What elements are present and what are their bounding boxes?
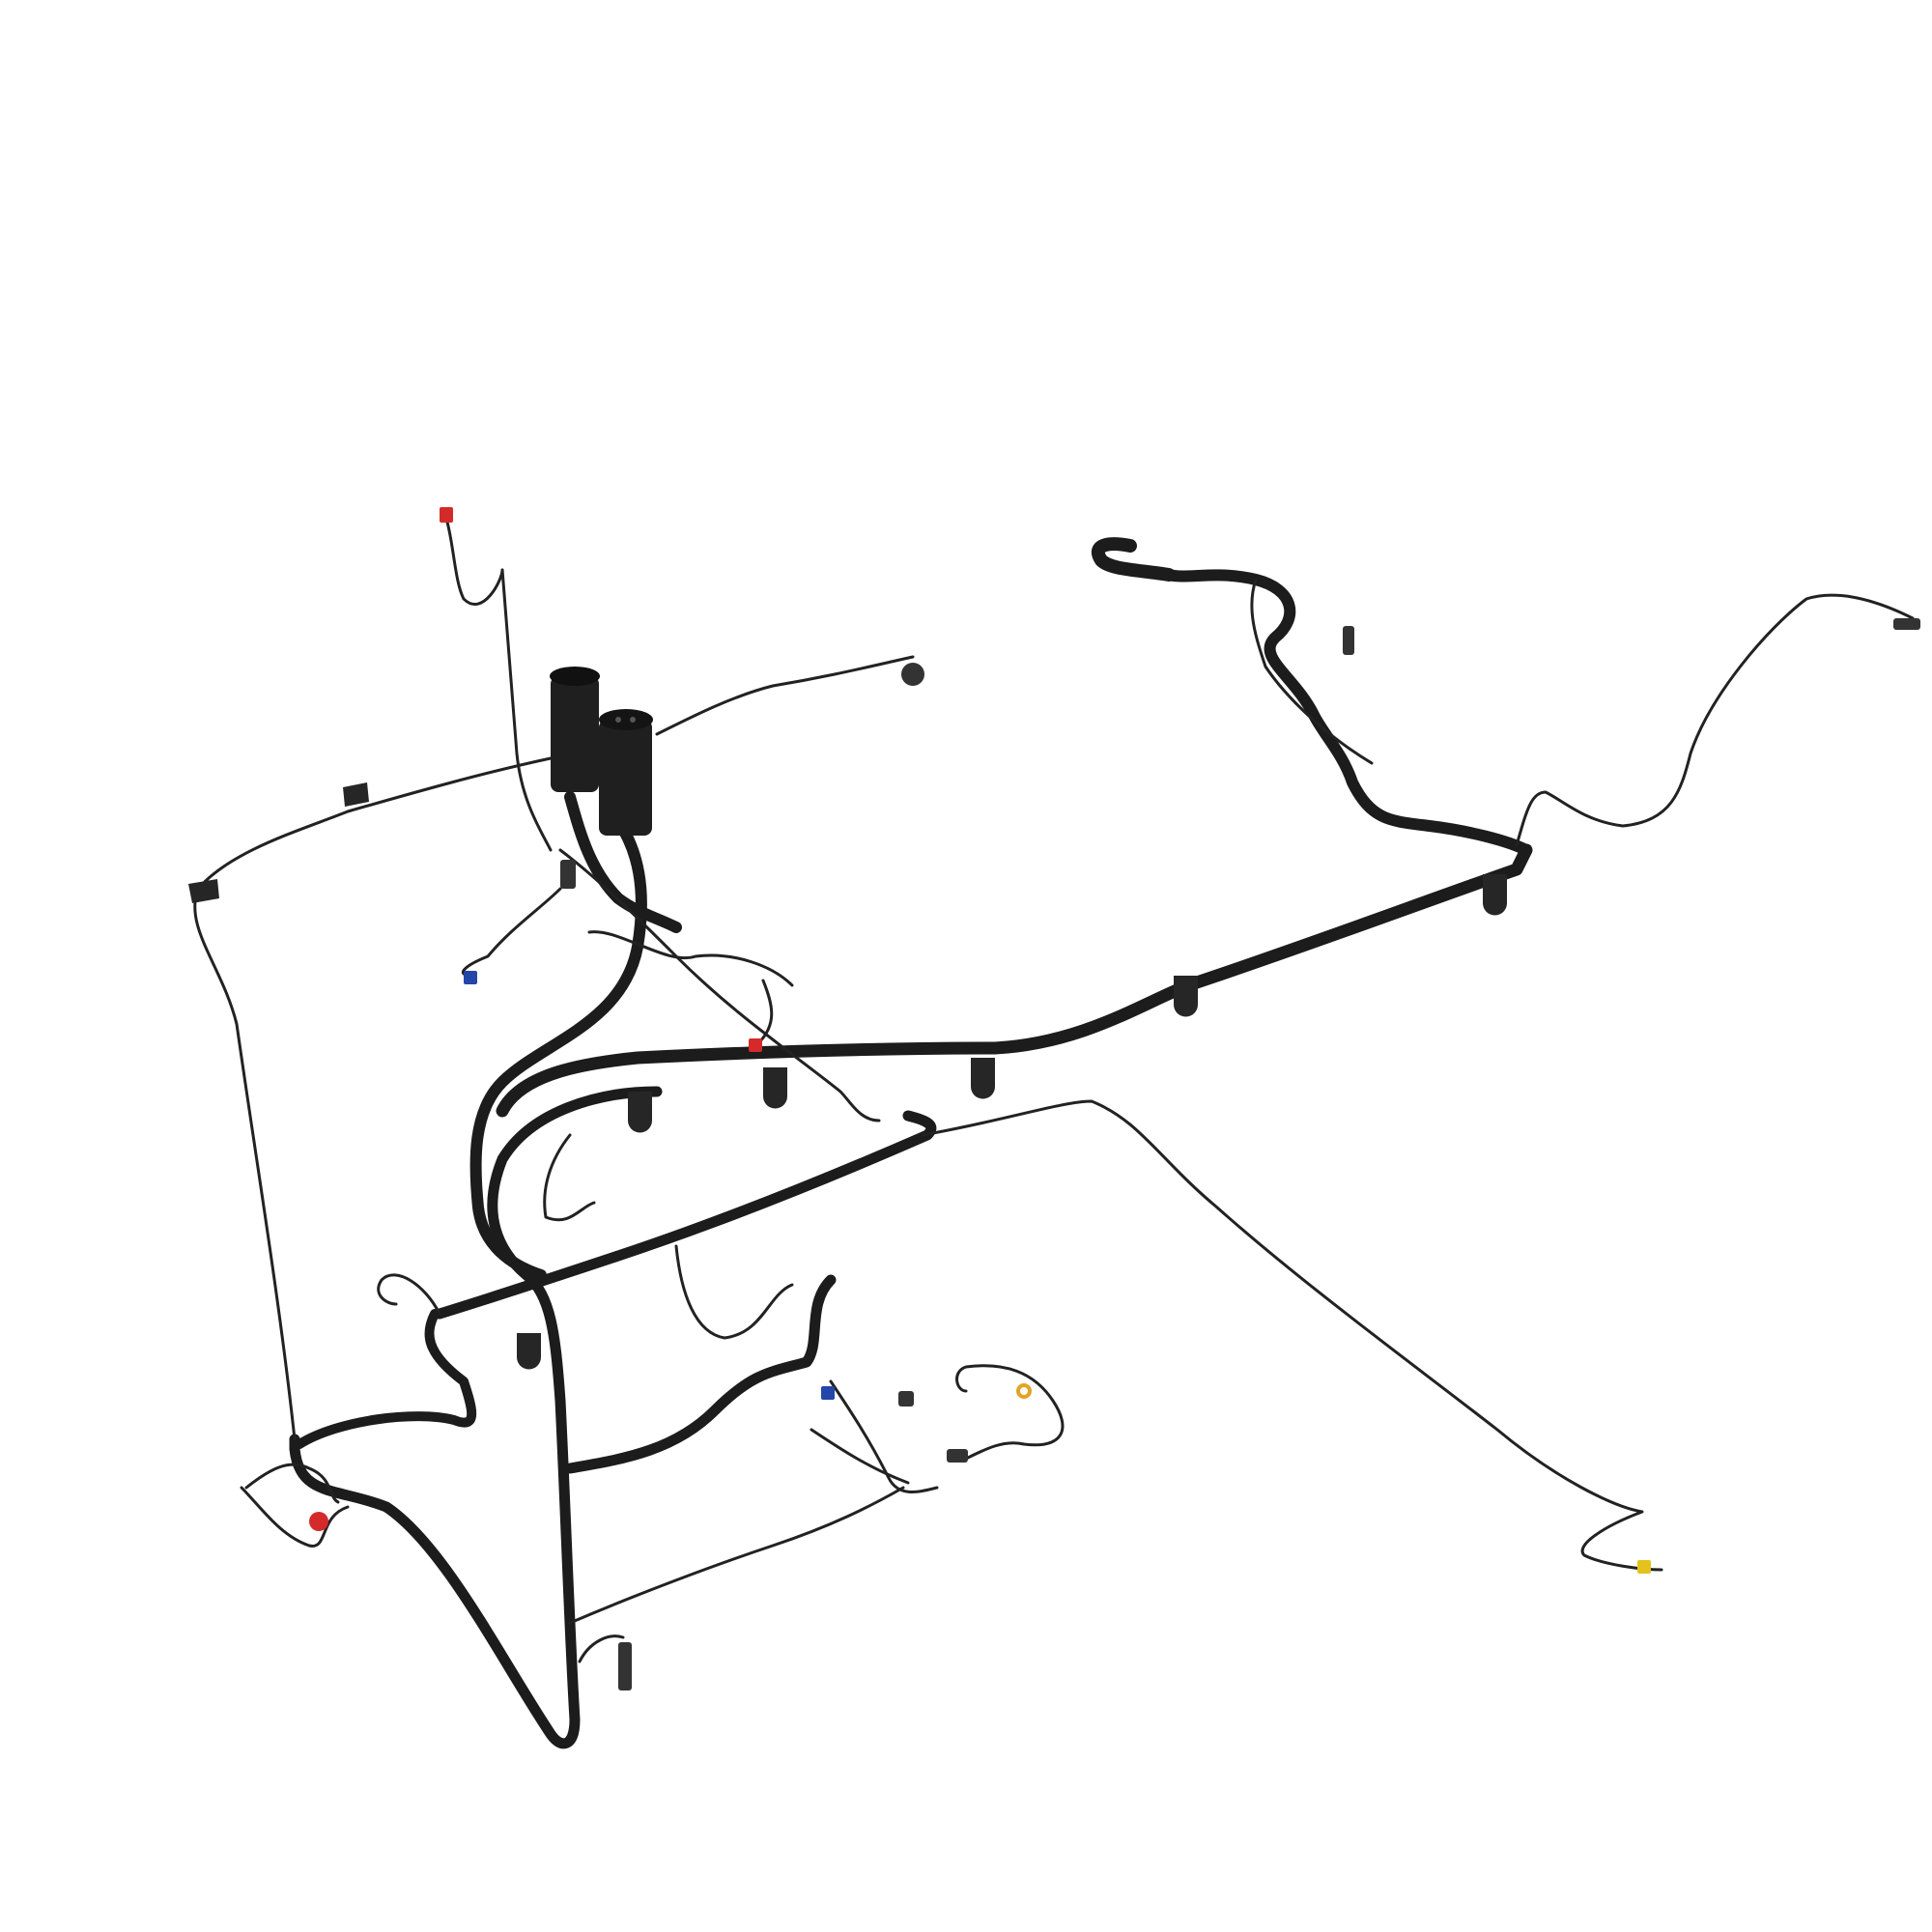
red-connector [309, 1512, 328, 1531]
wire-top-right-branch [1250, 578, 1374, 765]
wire-lower-cluster [829, 1379, 939, 1493]
wire-left-drop [193, 887, 297, 1441]
clip [1483, 874, 1507, 916]
clip [628, 1092, 652, 1133]
wire-center-branch-3 [756, 979, 774, 1045]
wire-far-right [1515, 593, 1915, 847]
wire-bottom-connector [578, 1634, 625, 1663]
wire-center-diagonal [558, 848, 881, 1122]
trunk-inner-loop [289, 1086, 663, 1749]
wire-lower-cluster-2 [810, 1428, 910, 1485]
wire-lower-right-diagonal [921, 1099, 1663, 1572]
clip [188, 879, 219, 903]
trunk-upper-right-curve [1163, 569, 1532, 856]
wire-lower-right-loop [955, 1364, 1065, 1461]
wire-mid-loop [674, 1244, 794, 1340]
wire-top-squiggle [442, 510, 504, 606]
clip [1174, 976, 1198, 1017]
harness-wires [193, 510, 1915, 1663]
dark-connector [947, 1449, 968, 1463]
trunk-center-left [469, 815, 647, 1281]
clip [343, 782, 369, 807]
clip [763, 1067, 787, 1109]
trunk-lower-middle [564, 1274, 837, 1474]
wire-left-shortside [377, 1273, 441, 1316]
trunk-lower-diagonal [434, 1110, 937, 1320]
wire-left-lower-loop [240, 1486, 350, 1548]
dark-connector [560, 860, 576, 889]
wire-center-branch-2 [587, 930, 794, 987]
harness-clips [188, 782, 1507, 1370]
large-cylinder-connector-right [599, 709, 653, 836]
clip [517, 1333, 541, 1370]
wire-left-upper [196, 756, 553, 891]
trunk-hook-end [1091, 537, 1176, 582]
wire-lower-left-cross [568, 1486, 905, 1625]
harness-connectors [309, 507, 1920, 1690]
large-cylinder-connector-left [550, 667, 600, 792]
blue-connector [464, 971, 477, 984]
blue-connector [821, 1386, 835, 1400]
trunk-left-loop [295, 1309, 477, 1449]
amber-ring-terminal [1016, 1383, 1032, 1399]
clip [971, 1058, 995, 1099]
yellow-connector [1637, 1560, 1651, 1574]
dark-connector [1893, 618, 1920, 630]
dark-connector [898, 1391, 914, 1406]
dark-round-connector [901, 663, 924, 686]
harness-trunks [289, 537, 1533, 1749]
red-connector [749, 1038, 762, 1052]
wire-top-vertical [500, 568, 553, 852]
main-trunk-right [496, 843, 1533, 1118]
wire-top-right [655, 655, 915, 736]
dark-connector [1343, 626, 1354, 655]
red-connector [440, 507, 453, 523]
wire-left-end [244, 1463, 340, 1504]
wire-center-branch-1 [461, 887, 562, 978]
dark-connector [618, 1642, 632, 1690]
wire-mid-left-branch [543, 1133, 596, 1222]
